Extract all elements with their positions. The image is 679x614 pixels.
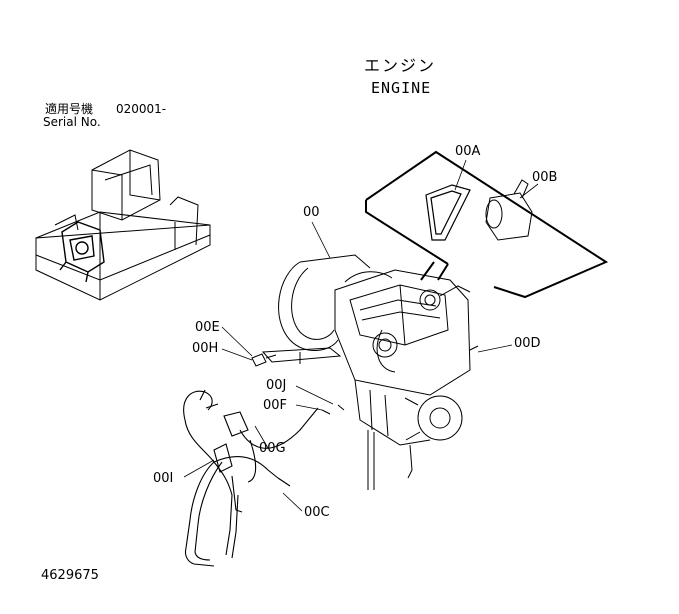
leader-lines xyxy=(183,159,539,512)
main-engine-illustration xyxy=(261,254,479,490)
callout-00c: 00C xyxy=(304,505,330,520)
bolt-00e-00h xyxy=(251,353,277,367)
title-japanese: エンジン xyxy=(364,56,437,75)
wiring-harness-illustration xyxy=(183,389,319,567)
callout-00: 00 xyxy=(303,205,320,220)
serial-label-japanese: 適用号機 xyxy=(45,102,94,116)
starter-part xyxy=(485,179,533,241)
serial-label-english: Serial No. xyxy=(43,115,101,129)
callout-00a: 00A xyxy=(455,144,481,159)
title-english: ENGINE xyxy=(371,79,432,97)
callout-00j: 00J xyxy=(266,378,287,393)
callout-00h: 00H xyxy=(192,341,219,356)
callout-00b: 00B xyxy=(532,170,558,185)
callout-00f: 00F xyxy=(263,398,288,413)
callout-detail-box xyxy=(365,150,609,299)
callout-00i: 00I xyxy=(153,471,174,486)
callout-00g: 00G xyxy=(259,441,286,456)
machine-overview-illustration xyxy=(35,149,211,301)
serial-value: 020001- xyxy=(116,102,167,116)
belt-part xyxy=(425,184,471,241)
document-number: 4629675 xyxy=(41,568,99,583)
callout-00e: 00E xyxy=(195,320,220,335)
callout-00d: 00D xyxy=(514,336,541,351)
overview-engine-highlight xyxy=(59,221,105,283)
